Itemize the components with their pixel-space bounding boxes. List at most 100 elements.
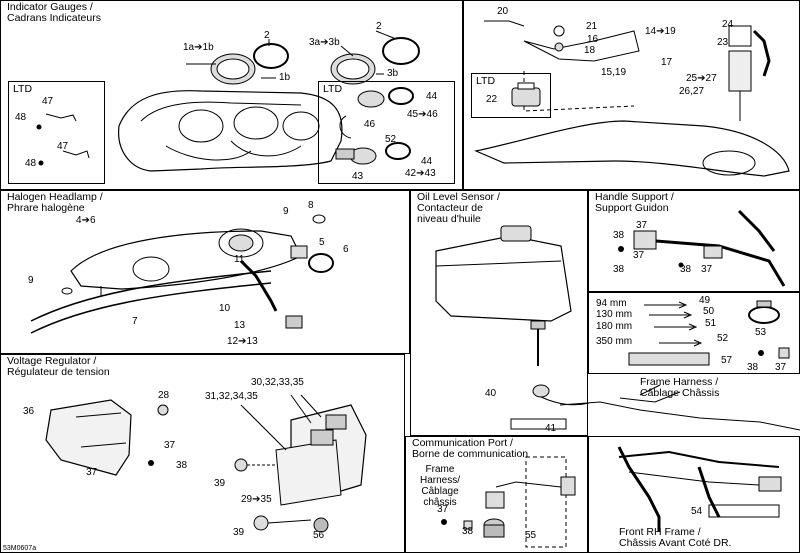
ltd-box-top-right: LTD 22: [471, 73, 551, 118]
callout-17: 17: [661, 57, 673, 68]
callout-37: 37: [437, 504, 449, 515]
ltd-title: LTD: [13, 83, 33, 95]
panel-title: Oil Level Sensor / Contacteur de niveau …: [417, 191, 500, 225]
callout-26-27: 26,27: [679, 86, 705, 97]
callout-37: 37: [636, 220, 648, 231]
callout-20: 20: [497, 6, 509, 17]
panel-halogen-headlamp: Halogen Headlamp / Phrare halogène 4➔6 9…: [0, 190, 410, 354]
ltd-title: LTD: [476, 75, 496, 87]
callout-45-46: 45➔46: [407, 109, 438, 120]
callout-38: 38: [613, 264, 625, 275]
panel-title: Front RH Frame / Châssis Avant Coté DR.: [619, 526, 732, 549]
callout-9: 9: [283, 206, 289, 217]
callout-47: 47: [42, 96, 54, 107]
callout-3b: 3b: [387, 68, 399, 79]
panel-communication-port: Communication Port / Borne de communicat…: [405, 436, 588, 553]
sensor-icon: [511, 82, 541, 107]
handle-support-drawing: [618, 209, 786, 287]
callout-2: 2: [376, 21, 382, 32]
ltd-box-right: LTD 44 45➔46 46 52 44 42➔43 43: [318, 81, 455, 184]
tie-size-350: 350 mm: [596, 336, 633, 347]
callout-21: 21: [586, 21, 598, 32]
callout-2: 2: [264, 30, 270, 41]
frame-harness-title: Frame Harness / Câblage Châssis: [640, 376, 720, 399]
callout-51: 51: [705, 318, 717, 329]
callout-3a-3b: 3a➔3b: [309, 37, 340, 48]
callout-18: 18: [584, 45, 596, 56]
fairing-drawing: [474, 20, 790, 177]
callout-31-32-34-35: 31,32,34,35: [205, 391, 258, 402]
callout-48: 48: [15, 112, 27, 123]
panel-title: Handle Support / Support Guidon: [595, 191, 674, 214]
tie-size-180: 180 mm: [596, 321, 633, 332]
callout-24: 24: [722, 19, 734, 30]
callout-36: 36: [23, 406, 35, 417]
frame-harness-label: Frame Harness/ Câblage châssis: [420, 464, 461, 508]
panel-title: Halogen Headlamp / Phrare halogène: [7, 191, 103, 214]
callout-52: 52: [717, 333, 729, 344]
panel-handle-support: Handle Support / Support Guidon 37 38 37…: [588, 190, 800, 292]
callout-23: 23: [717, 37, 729, 48]
panel-title: Voltage Regulator / Régulateur de tensio…: [7, 355, 110, 378]
callout-44: 44: [421, 156, 433, 167]
callout-28: 28: [158, 390, 170, 401]
diagram-code: 53M0607a: [3, 545, 37, 552]
callout-53: 53: [755, 327, 767, 338]
callout-10: 10: [219, 303, 231, 314]
panel-fairing: 20 21 16 18 14➔19 17 15,19 24 23 25➔27 2…: [463, 0, 800, 190]
callout-57: 57: [721, 355, 733, 366]
panel-title: Communication Port / Borne de communicat…: [412, 437, 529, 460]
callout-37: 37: [86, 467, 98, 478]
ties-drawing: [628, 300, 790, 366]
callout-22: 22: [486, 94, 498, 105]
front-rh-frame-drawing: [617, 446, 782, 532]
callout-9: 9: [28, 275, 34, 286]
callout-38: 38: [462, 526, 474, 537]
callout-16: 16: [587, 34, 599, 45]
panel-voltage-regulator: Voltage Regulator / Régulateur de tensio…: [0, 354, 405, 553]
panel-title: Indicator Gauges / Cadrans Indicateurs: [7, 1, 101, 24]
callout-38: 38: [680, 264, 692, 275]
panel-indicator-gauges: Indicator Gauges / Cadrans Indicateurs: [0, 0, 463, 190]
oil-tank-drawing: [435, 225, 590, 430]
callout-37: 37: [633, 250, 645, 261]
callout-29-35: 29➔35: [241, 494, 272, 505]
callout-15-19: 15,19: [601, 67, 627, 78]
callout-6: 6: [343, 244, 349, 255]
callout-55: 55: [525, 530, 537, 541]
callout-42-43: 42➔43: [405, 168, 436, 179]
callout-40: 40: [485, 388, 497, 399]
panel-oil-level-sensor: Oil Level Sensor / Contacteur de niveau …: [410, 190, 590, 436]
callout-5: 5: [319, 237, 325, 248]
callout-11: 11: [234, 254, 245, 265]
tie-size-94: 94 mm: [596, 298, 627, 309]
callout-30-32-33-35: 30,32,33,35: [251, 377, 304, 388]
callout-25-27: 25➔27: [686, 73, 717, 84]
callout-38: 38: [176, 460, 188, 471]
callout-38: 38: [613, 230, 625, 241]
callout-37: 37: [775, 362, 787, 373]
callout-43: 43: [352, 171, 364, 182]
callout-1a-1b: 1a➔1b: [183, 42, 214, 53]
callout-54: 54: [691, 506, 703, 517]
callout-14-19: 14➔19: [645, 26, 676, 37]
callout-37: 37: [701, 264, 713, 275]
tie-size-130: 130 mm: [596, 309, 633, 320]
callout-56: 56: [313, 530, 325, 541]
callout-47: 47: [57, 141, 69, 152]
callout-49: 49: [699, 295, 711, 306]
callout-4-6: 4➔6: [76, 215, 96, 226]
callout-39: 39: [233, 527, 245, 538]
ltd-title: LTD: [323, 83, 343, 95]
callout-7: 7: [132, 316, 138, 327]
callout-12-13: 12➔13: [227, 336, 258, 347]
callout-48: 48: [25, 158, 37, 169]
panel-front-rh-frame: 54 Front RH Frame / Châssis Avant Coté D…: [588, 436, 800, 553]
callout-1b: 1b: [279, 72, 291, 83]
callout-46: 46: [364, 119, 376, 130]
ltd-box-left: LTD 47 48 47 48: [8, 81, 105, 184]
callout-13: 13: [234, 320, 246, 331]
indicator-gauges-drawing: [36, 30, 420, 172]
callout-41: 41: [545, 423, 557, 434]
